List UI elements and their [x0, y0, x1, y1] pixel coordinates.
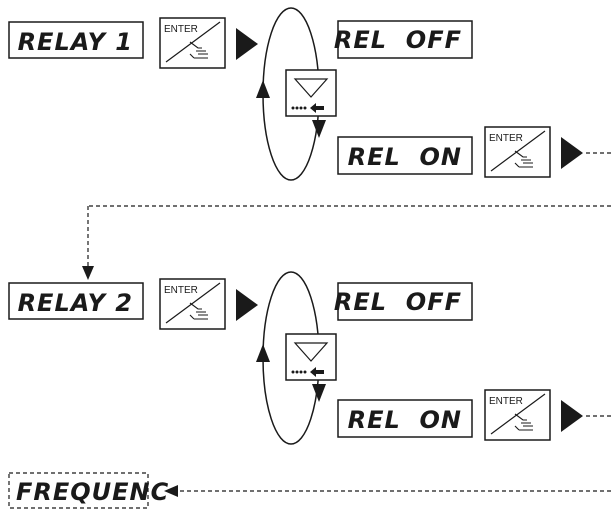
cycle-down-arrow-icon — [312, 120, 326, 138]
enter-key-label: ENTER — [164, 24, 198, 35]
enter-key-icon[interactable]: ENTER — [484, 389, 551, 441]
rel-on-display-2: REL ON — [337, 399, 473, 438]
hand-icon — [514, 413, 533, 431]
enter-key-label: ENTER — [489, 133, 523, 144]
hand-icon — [189, 41, 208, 59]
relay-2-display: RELAY 2 — [8, 282, 144, 320]
enter-key-icon[interactable]: ENTER — [159, 278, 226, 330]
down-key-icon[interactable] — [285, 69, 337, 117]
relay-1-display: RELAY 1 — [8, 21, 144, 59]
frequenc-display: FREQUENC — [8, 472, 169, 509]
relay-1-section: RELAY 1 ENTER — [8, 7, 611, 181]
next-arrow-icon — [561, 400, 583, 432]
relay-2-section: RELAY 2 ENTER RE — [8, 271, 611, 445]
frequenc-label: FREQUENC — [16, 478, 169, 506]
dots-left-arrow-icon — [291, 103, 324, 113]
cycle-up-arrow-icon — [256, 344, 270, 362]
down-arrow-icon — [82, 266, 94, 280]
relay-1-label: RELAY 1 — [18, 28, 133, 56]
rel-off-label-1: REL OFF — [334, 26, 462, 54]
rel-off-display-2: REL OFF — [334, 282, 473, 321]
rel-on-display-1: REL ON — [337, 136, 473, 175]
hand-icon — [189, 302, 208, 320]
next-arrow-icon — [236, 289, 258, 321]
rel-off-label-2: REL OFF — [334, 288, 462, 316]
cycle-up-arrow-icon — [256, 80, 270, 98]
enter-key-icon[interactable]: ENTER — [159, 17, 226, 69]
rel-on-label-2: REL ON — [348, 406, 462, 434]
next-arrow-icon — [236, 28, 258, 60]
enter-key-label: ENTER — [164, 285, 198, 296]
next-arrow-icon — [561, 137, 583, 169]
enter-key-icon[interactable]: ENTER — [484, 126, 551, 178]
dots-left-arrow-icon — [291, 367, 324, 377]
rel-off-display-1: REL OFF — [334, 20, 473, 59]
left-arrow-icon — [164, 485, 178, 497]
next-menu-section: FREQUENC — [8, 472, 611, 509]
section-connector — [82, 205, 611, 280]
cycle-down-arrow-icon — [312, 384, 326, 402]
relay-2-label: RELAY 2 — [18, 289, 133, 317]
rel-on-label-1: REL ON — [348, 143, 462, 171]
enter-key-label: ENTER — [489, 396, 523, 407]
down-key-icon[interactable] — [285, 333, 337, 381]
hand-icon — [514, 150, 533, 168]
